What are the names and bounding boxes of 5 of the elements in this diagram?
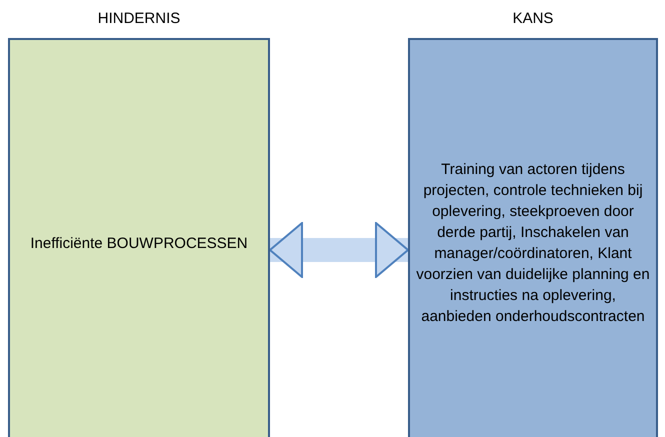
box-text: Training van actoren tijdens projecten, controle technieken bij oplevering, steekproeven door derde partij, Inschakelen van manager/coördinatoren, Klant voorzien van duidelijke planning en instructies na oplevering, aanbieden onderhoudscontracten bbox=[415, 160, 651, 327]
box-heading: KANS bbox=[512, 10, 554, 27]
box-text: Inefficiënte BOUWPROCESSEN bbox=[29, 234, 249, 254]
box-heading: HINDERNIS bbox=[96, 10, 182, 27]
double-arrow bbox=[269, 222, 409, 278]
